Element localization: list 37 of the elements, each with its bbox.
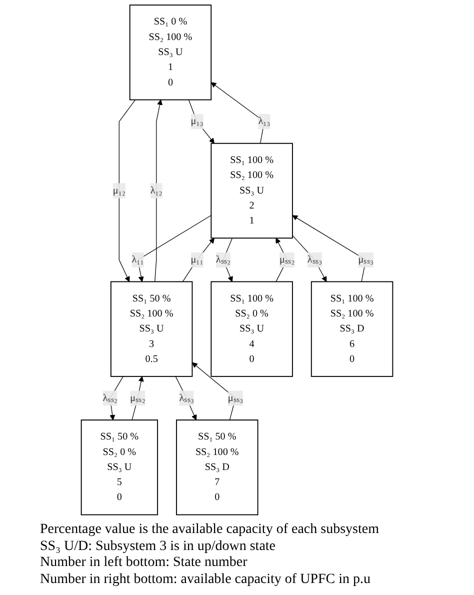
note-text: SS₃ U/D: Subsystem 3 is in up/down state	[40, 538, 276, 556]
note-text: Percentage value is the available capacity of each subsystem	[40, 522, 379, 539]
node-box: SS₁ 100 % SS₂ 0 % SS₃ U 4 0	[210, 281, 293, 377]
edge-label: λₛₛ₂	[216, 254, 231, 265]
arrow	[137, 215, 212, 282]
edge-label: μ₁₂	[112, 185, 126, 196]
node-box: SS₁ 0 % SS₂ 100 % SS₃ U 1 0	[129, 4, 212, 100]
edge-label: λ₁₂	[150, 185, 162, 196]
edge-label: μ₁₁	[190, 254, 204, 265]
edge-label: μₛₛ₂	[130, 392, 146, 404]
node-box: SS₁ 100 % SS₂ 100 % SS₃ U 2 1	[210, 142, 293, 239]
edge-label: λ₁₁	[132, 254, 144, 265]
node-box: SS₁ 50 % SS₂ 100 % SS₃ D 7 0	[176, 420, 258, 516]
arrow	[210, 82, 265, 144]
edge-label: λ₁₃	[258, 116, 270, 127]
arrow	[132, 376, 144, 420]
node-box: SS₁ 50 % SS₂ 100 % SS₃ U 3 0.5	[110, 281, 193, 377]
arrow	[182, 238, 215, 282]
edge-label: μₛₛ₃	[358, 254, 374, 265]
arrow	[192, 362, 236, 420]
note-text: Number in right bottom: available capacity of UPFC in p.u	[40, 572, 370, 589]
edge-label: μₛₛ₃	[228, 392, 244, 404]
arrow	[118, 99, 136, 282]
arrow	[188, 99, 215, 144]
edge-label: λₛₛ₂	[102, 392, 118, 404]
arrow	[292, 215, 366, 282]
note-text: Number in left bottom: State number	[40, 555, 248, 572]
node-box: SS₁ 100 % SS₂ 100 % SS₃ D 6 0	[310, 281, 394, 377]
arrow	[292, 235, 327, 282]
arrow	[154, 100, 163, 282]
node-box: SS₁ 50 % SS₂ 0 % SS₃ U 5 0	[80, 420, 158, 516]
edge-label: λₛₛ₃	[307, 254, 322, 265]
edge-label: μₛₛ₂	[279, 254, 295, 265]
arrow	[110, 376, 124, 420]
arrow	[175, 376, 197, 420]
edge-label: λₛₛ₃	[179, 392, 194, 404]
edge-label: μ₁₃	[190, 116, 204, 127]
